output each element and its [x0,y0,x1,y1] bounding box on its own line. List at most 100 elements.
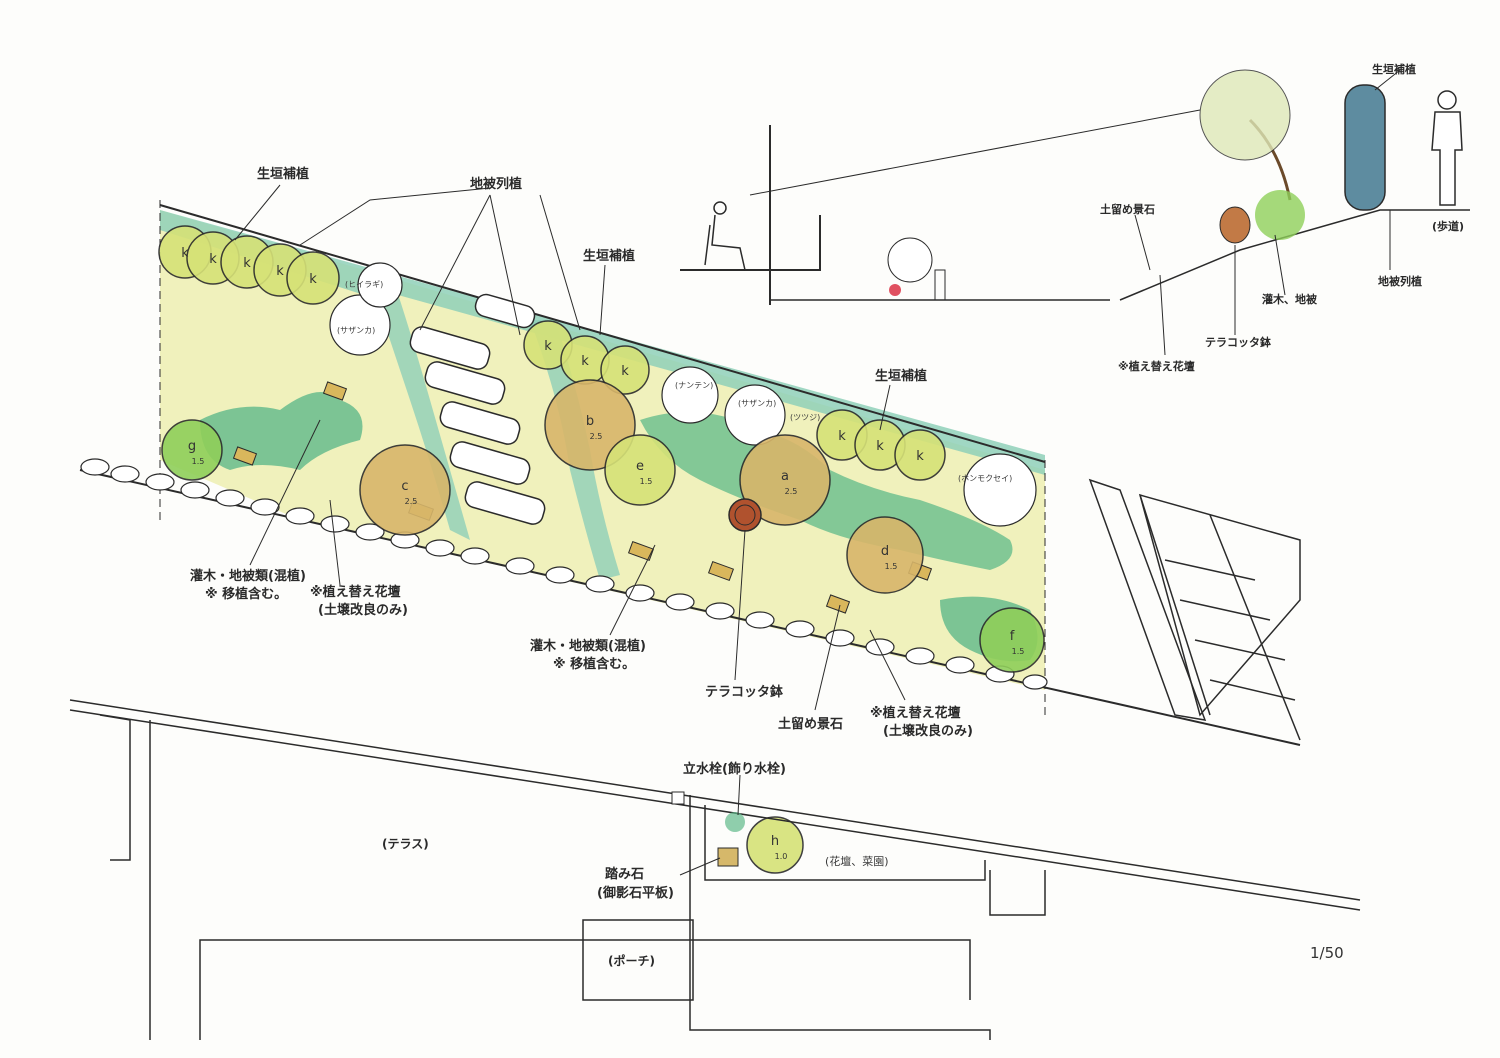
tree-canopy [359,444,451,536]
label-shrub-mid-2: ※ 移植含む。 [553,656,635,672]
label-terrace: (テラス) [382,837,429,851]
shrub-sazanka-2 [724,384,786,446]
tree-letter: b [586,414,594,429]
tree-size: 2.5 [590,432,603,441]
tree-k5: k [286,251,340,305]
label-stepping-stone-2: (御影石平板) [597,885,674,901]
stepping-stone-plate [717,847,739,867]
section-shrub-small [887,237,946,301]
standing-person-figure [1431,90,1463,206]
label-replant-right-1: ※植え替え花壇 [870,705,961,721]
tree-size: 1.5 [192,457,205,466]
tree-size: 1.5 [885,562,898,571]
label-stepping-stone-1: 踏み石 [605,866,644,882]
label-faucet: 立水栓(飾り水栓) [683,761,786,777]
tree-canopy [286,251,340,305]
label-hedge-1: 生垣補植 [257,166,309,182]
tree-letter: h [771,834,779,849]
tree-size: 2.5 [405,497,418,506]
tree-letter: k [276,264,284,279]
tree-letter: c [401,479,408,494]
section-hedge-column [1344,84,1386,211]
tree-k10: k [854,419,906,471]
tree-letter: e [636,459,644,474]
terracotta-pot-plan [728,498,762,532]
label-honmokusei: (ホンモクセイ) [958,474,1012,483]
tree-f: f1.5 [979,607,1045,673]
label-ground-row: 地被列植 [470,176,522,192]
tree-letter: k [916,449,924,464]
section-label-hedge: 生垣補植 [1372,62,1416,76]
shrub-honmokusei [963,453,1037,527]
seated-person-figure [704,201,746,271]
tree-canopy [739,434,831,526]
tree-canopy [746,816,804,874]
section-label-retaining-stone: 土留め景石 [1100,202,1155,216]
tree-letter: g [188,439,196,454]
tree-e: e 1.5 [604,434,676,506]
tree-g: g 1.5 [161,419,223,481]
section-labels: 生垣補植 土留め景石 (歩道) 灌木、地被 地被列植 テラコッタ鉢 ※植え替え花… [1100,62,1464,373]
label-hedge-2: 生垣補植 [583,248,635,264]
tree-letter: k [209,252,217,267]
building-outline [69,699,1361,1040]
scale-label: 1/50 [1310,944,1344,962]
shrub-hiiragi [357,262,403,308]
label-shrub-mid-1: 灌木・地被類(混植) [530,638,646,654]
section-sketch [680,69,1470,305]
tree-letter: k [621,364,629,379]
tree-d: d 1.5 [846,516,924,594]
tree-canopy [600,345,650,395]
plan-labels: 生垣補植 地被列植 生垣補植 生垣補植 (ヒイラギ) (サザンカ) (ナンテン)… [190,166,1344,968]
section-label-shrub-ground: 灌木、地被 [1262,292,1318,306]
section-label-replant: ※植え替え花壇 [1118,359,1195,373]
section-label-ground-row: 地被列植 [1378,274,1422,288]
stepping-stones [409,293,546,525]
tree-letter: d [881,544,889,559]
tree-canopy [161,419,223,481]
label-hiiragi: (ヒイラギ) [345,280,383,289]
tree-letter: k [581,354,589,369]
border-rocks [80,458,1048,690]
tree-c: c 2.5 [359,444,451,536]
tree-h: h 1.0 [746,816,804,874]
label-retaining-stone: 土留め景石 [778,716,843,732]
leader-lines [234,69,1401,876]
tree-letter: k [876,439,884,454]
label-replant-left-1: ※植え替え花壇 [310,584,401,600]
driveway-stairs [1088,478,1301,741]
label-hedge-3: 生垣補植 [875,368,927,384]
tree-letter: k [838,429,846,444]
tree-canopy [979,607,1045,673]
section-tree [1199,69,1305,240]
shrub-outlines [329,262,1037,527]
tree-letter: f [1010,629,1015,644]
tree-letter: k [181,246,189,261]
label-nanten: (ナンテン) [675,381,713,390]
label-terracotta: テラコッタ鉢 [705,684,784,700]
faucet-planting [725,812,745,832]
section-label-terracotta: テラコッタ鉢 [1205,335,1271,349]
section-terracotta-pot [1219,206,1251,244]
label-sazanka-2: (サザンカ) [738,399,776,408]
tree-k11: k [894,429,946,481]
tree-canopy [846,516,924,594]
label-porch: (ポーチ) [608,953,655,968]
tree-size: 1.0 [775,852,788,861]
label-shrub-left-2: ※ 移植含む。 [205,586,287,602]
tree-k8: k [600,345,650,395]
tree-size: 1.5 [640,477,653,486]
label-replant-right-2: (土壌改良のみ) [883,723,973,739]
tree-letter: k [243,256,251,271]
tree-a: a 2.5 [739,434,831,526]
shrub-nanten [661,366,719,424]
section-label-sidewalk: (歩道) [1432,219,1464,233]
tree-canopy [604,434,676,506]
tree-canopy [894,429,946,481]
tree-letter: k [544,339,552,354]
tree-size: 2.5 [785,487,798,496]
tree-letter: a [781,469,789,484]
